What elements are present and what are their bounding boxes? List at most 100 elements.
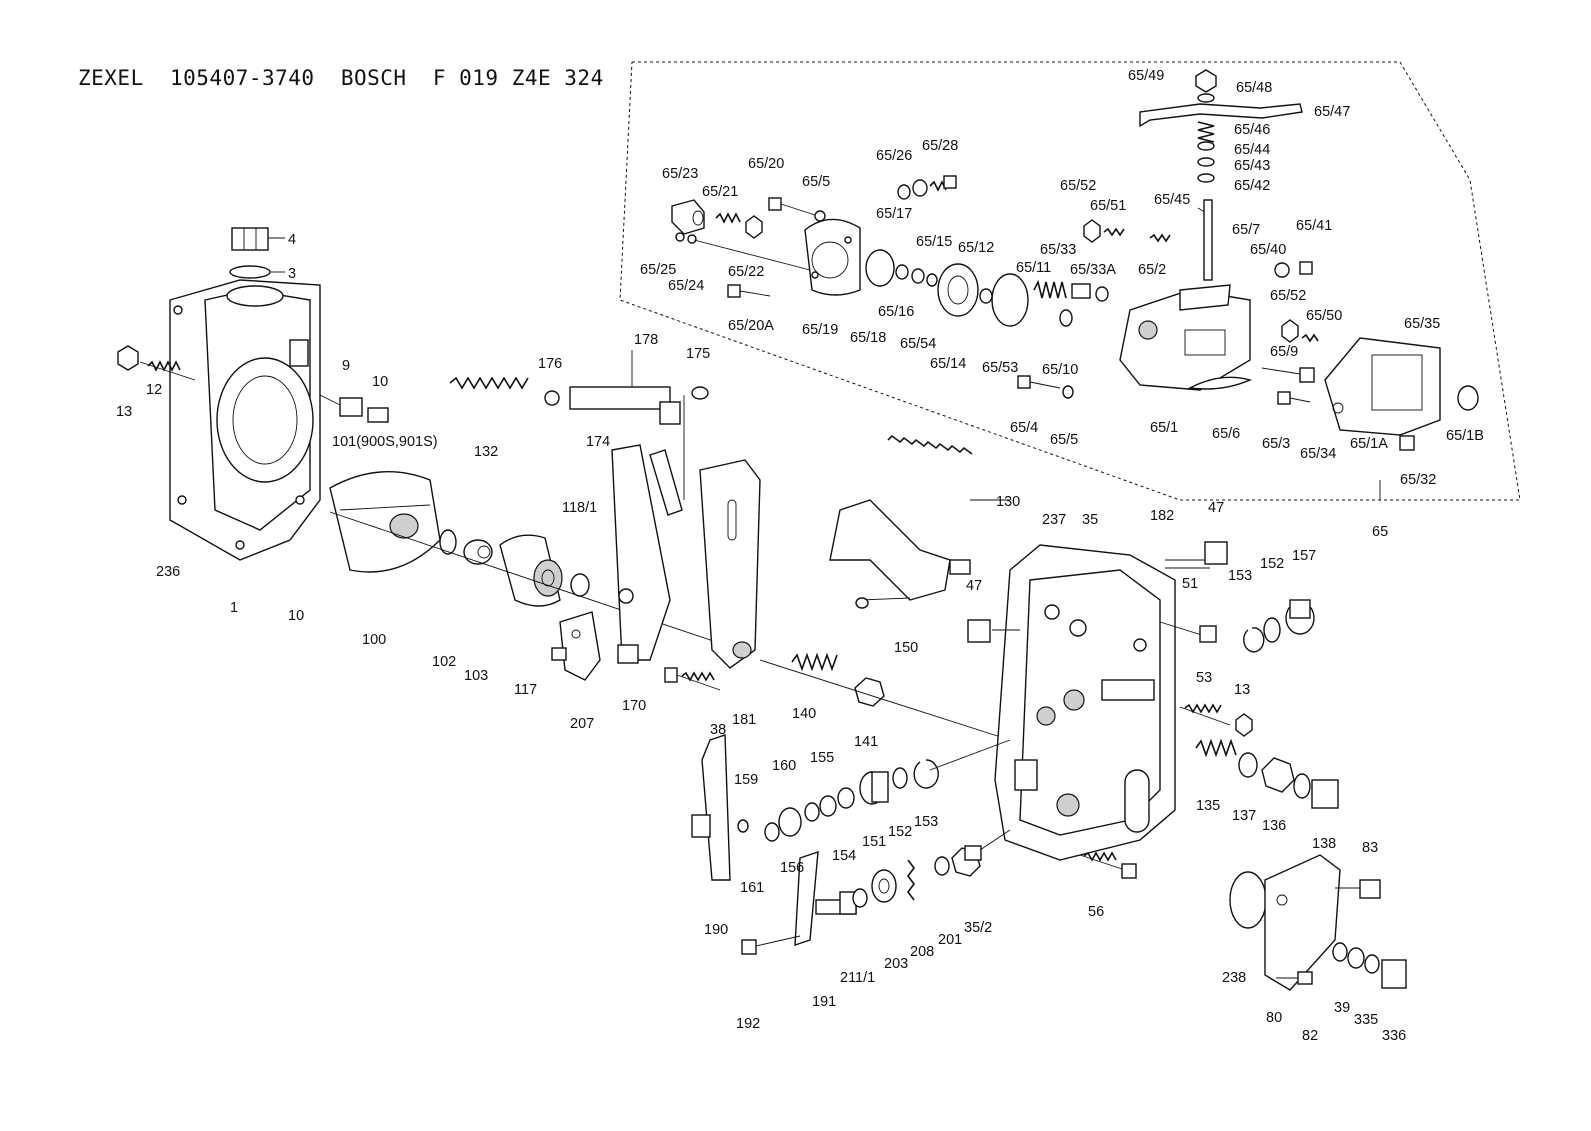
bearing-117 (499, 534, 563, 607)
part-label: 65/2 (1138, 262, 1166, 278)
part-label: 136 (1262, 818, 1286, 834)
lever-174 (544, 350, 709, 425)
part-label: 135 (1196, 798, 1220, 814)
spring-135 (1195, 738, 1237, 758)
lever-190 (691, 734, 731, 881)
part-label: 65/6 (1212, 426, 1240, 442)
part-label: 208 (910, 944, 934, 960)
part-label: 13 (1234, 682, 1250, 698)
part-label: 130 (996, 494, 1020, 510)
diagram-title: ZEXEL 105407-3740 BOSCH F 019 Z4E 324 (78, 66, 604, 90)
part-label: 153 (914, 814, 938, 830)
part-label: 65/50 (1306, 308, 1342, 324)
housing-65-19 (804, 218, 861, 296)
part-label: 150 (894, 640, 918, 656)
part-label: 65/12 (958, 240, 994, 256)
part-label: 137 (1232, 808, 1256, 824)
part-label: 3 (288, 266, 296, 282)
part-label: 236 (156, 564, 180, 580)
part-label: 336 (1382, 1028, 1406, 1044)
part-label: 153 (1228, 568, 1252, 584)
body-65-1 (1119, 284, 1251, 391)
lever-assembly-150 (829, 499, 971, 609)
part-label: 65 (1372, 524, 1388, 540)
pump-housing-35 (994, 544, 1176, 861)
part-label: 201 (938, 932, 962, 948)
part-label: 237 (1042, 512, 1066, 528)
plug-157 (1285, 599, 1315, 635)
pin-65-7 (1203, 199, 1213, 281)
spring-130 (887, 434, 973, 455)
subassembly-65-boundary (619, 61, 1521, 501)
part-label: 10 (372, 374, 388, 390)
part-label: 39 (1334, 1000, 1350, 1016)
part-label: 138 (1312, 836, 1336, 852)
part-label: 103 (464, 668, 488, 684)
sleeve-151 (859, 771, 889, 805)
part-label: 65/20A (728, 318, 774, 334)
part-label: 9 (342, 358, 350, 374)
fitting-35-2 (951, 845, 982, 877)
part-label: 82 (1302, 1028, 1318, 1044)
pin-182 (1165, 541, 1228, 569)
cover-138 (1264, 854, 1341, 991)
part-label: 335 (1354, 1012, 1378, 1028)
bolt-65-4 (1017, 375, 1074, 399)
cover-65-35 (1324, 337, 1441, 436)
part-label: 65/52 (1060, 178, 1096, 194)
part-label: 161 (740, 880, 764, 896)
part-label: 159 (734, 772, 758, 788)
part-label: 65/10 (1042, 362, 1078, 378)
part-labels: 4 3 13 12 9 10 101(900S,901S) 132 236 1 … (116, 68, 1484, 1044)
bolt-56 (1079, 851, 1137, 879)
part-label: 102 (432, 654, 456, 670)
part-label: 178 (634, 332, 658, 348)
bracket-9 (319, 394, 389, 423)
part-label: 1 (230, 600, 238, 616)
part-label: 65/34 (1300, 446, 1336, 462)
part-label: 65/1A (1350, 436, 1388, 452)
part-label: 51 (1182, 576, 1198, 592)
part-label: 65/14 (930, 356, 966, 372)
spring-132 (449, 376, 529, 390)
lever-181 (664, 459, 761, 691)
nut-136 (1261, 757, 1295, 793)
part-label: 65/54 (900, 336, 936, 352)
bolt-65-20 (768, 197, 826, 222)
part-label: 174 (586, 434, 610, 450)
part-label: 207 (570, 716, 594, 732)
cap-nut-336 (1381, 959, 1407, 989)
part-label: 53 (1196, 670, 1212, 686)
part-label: 154 (832, 848, 856, 864)
part-label: 182 (1150, 508, 1174, 524)
part-label: 65/42 (1234, 178, 1270, 194)
lever-170 (611, 395, 685, 664)
o-ring-152 (1263, 617, 1281, 643)
part-label: 47 (1208, 500, 1224, 516)
part-label: 65/43 (1234, 158, 1270, 174)
part-label: 101(900S,901S) (332, 434, 438, 450)
lever-191 (741, 850, 857, 955)
part-label: 238 (1222, 970, 1246, 986)
part-label: 65/53 (982, 360, 1018, 376)
part-label: 141 (854, 734, 878, 750)
part-label: 65/26 (876, 148, 912, 164)
part-label: 117 (514, 682, 537, 698)
part-label: 38 (710, 722, 726, 738)
part-label: 191 (812, 994, 836, 1010)
spring-140 (791, 652, 838, 672)
bracket-65-47 (1139, 103, 1303, 128)
part-label: 65/16 (878, 304, 914, 320)
part-label: 65/15 (916, 234, 952, 250)
part-label: 157 (1292, 548, 1316, 564)
part-label: 175 (686, 346, 710, 362)
part-label: 83 (1362, 840, 1378, 856)
block-207 (551, 611, 601, 681)
washer-102 (439, 529, 457, 555)
part-label: 65/9 (1270, 344, 1298, 360)
part-label: 65/5 (1050, 432, 1078, 448)
part-label: 65/33A (1070, 262, 1116, 278)
part-label: 65/7 (1232, 222, 1260, 238)
part-label: 160 (772, 758, 796, 774)
